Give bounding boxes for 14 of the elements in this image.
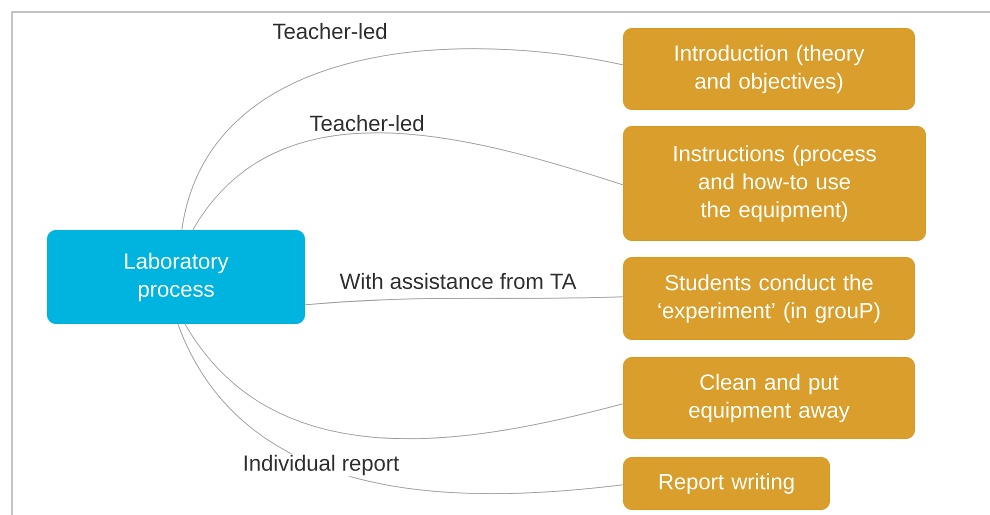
connector-line [184, 323, 624, 440]
connector-line [192, 132, 624, 230]
edge-label: Teacher-led [308, 114, 426, 132]
step-box: Clean and put equipment away [623, 357, 915, 439]
connector-line [181, 48, 624, 230]
edge-label: Teacher-led [272, 22, 388, 40]
edge-label: Individual report [242, 454, 400, 476]
connector-line [304, 296, 624, 306]
step-box: Report writing [623, 457, 830, 510]
step-box: Instructions (process and how-to use the equipment) [623, 126, 926, 241]
step-box: Introduction (theory and objectives) [623, 28, 915, 110]
step-box: Students conduct the ‘experiment’ (in grouP) [623, 257, 915, 340]
process-box: Laboratory process [47, 230, 305, 324]
edge-label: With assistance from TA [338, 272, 578, 290]
